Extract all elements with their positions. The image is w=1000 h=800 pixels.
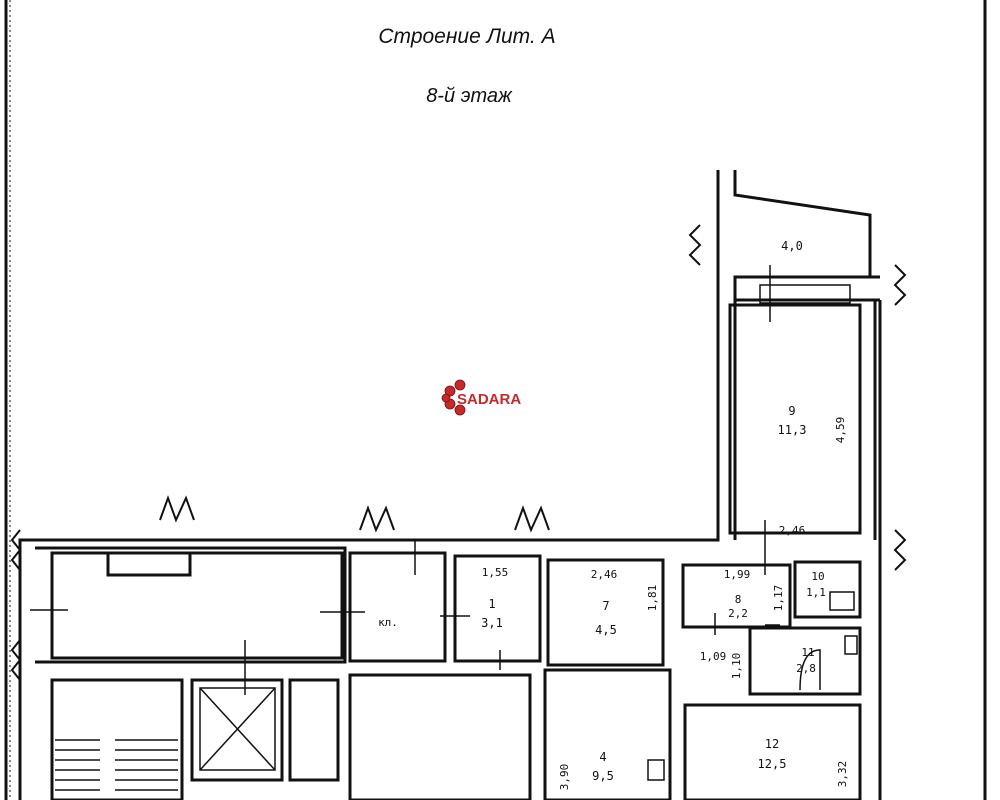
room-label: 9 11,3 bbox=[778, 404, 807, 437]
room-labels: 4,0 9 11,3 10 1,1 8 2,2 11 2,8 7 4,5 1 3… bbox=[378, 239, 826, 783]
watermark-text: SADARA bbox=[457, 391, 521, 408]
room-label: 7 4,5 bbox=[595, 599, 617, 637]
room-number: 9 bbox=[788, 404, 795, 418]
dimension-label: 3,90 bbox=[558, 764, 571, 791]
room-area: 2,2 bbox=[728, 607, 748, 620]
room-label: 4,0 bbox=[781, 239, 803, 253]
walls bbox=[18, 170, 882, 800]
room-label: 8 2,2 bbox=[728, 593, 748, 620]
room-label: 12 12,5 bbox=[758, 737, 787, 771]
room-number: 8 bbox=[735, 593, 742, 606]
plan-title: Строение Лит. А bbox=[378, 25, 555, 48]
room-area: кл. bbox=[378, 616, 398, 629]
page-borders bbox=[4, 0, 987, 800]
dimension-label: 4,59 bbox=[834, 417, 847, 444]
dimension-label: 2,46 bbox=[779, 524, 806, 537]
hexagon-logo-icon bbox=[441, 379, 466, 416]
dimension-label: 1,09 bbox=[700, 650, 727, 663]
floor-label: 8-й этаж bbox=[426, 85, 513, 107]
dimension-label: 2,46 bbox=[591, 568, 618, 581]
room-number: 1 bbox=[488, 597, 495, 611]
room-area: 12,5 bbox=[758, 757, 787, 771]
plan-details bbox=[30, 265, 858, 791]
room-area: 4,5 bbox=[595, 623, 617, 637]
stairs bbox=[55, 739, 178, 791]
room-label: 10 1,1 bbox=[806, 570, 826, 599]
room-label: кл. bbox=[378, 616, 398, 629]
room-label: 4 9,5 bbox=[592, 750, 614, 783]
wall-break-symbols bbox=[10, 224, 907, 681]
room-area: 1,1 bbox=[806, 586, 826, 599]
sadara-logo: SADARA bbox=[441, 379, 521, 416]
room-number: 12 bbox=[765, 737, 779, 751]
dimension-label: 1,99 bbox=[724, 568, 751, 581]
room-area: 2,8 bbox=[796, 662, 816, 675]
dimension-label: 1,81 bbox=[646, 585, 659, 612]
dimension-label: 1,17 bbox=[772, 585, 785, 612]
dimension-labels: 4,59 2,46 1,99 2,46 1,55 1,81 1,17 1,09 … bbox=[482, 417, 849, 791]
room-label: 11 2,8 bbox=[796, 646, 816, 675]
room-number: 7 bbox=[602, 599, 609, 613]
room-area: 9,5 bbox=[592, 769, 614, 783]
dimension-label: 3,32 bbox=[836, 761, 849, 788]
room-number: 11 bbox=[801, 646, 814, 659]
dimension-label: 1,55 bbox=[482, 566, 509, 579]
room-number: 4 bbox=[599, 750, 606, 764]
room-number: 10 bbox=[811, 570, 824, 583]
room-area: 4,0 bbox=[781, 239, 803, 253]
room-area: 11,3 bbox=[778, 423, 807, 437]
room-label: 1 3,1 bbox=[481, 597, 503, 630]
room-area: 3,1 bbox=[481, 616, 503, 630]
dimension-label: 1,10 bbox=[730, 653, 743, 680]
